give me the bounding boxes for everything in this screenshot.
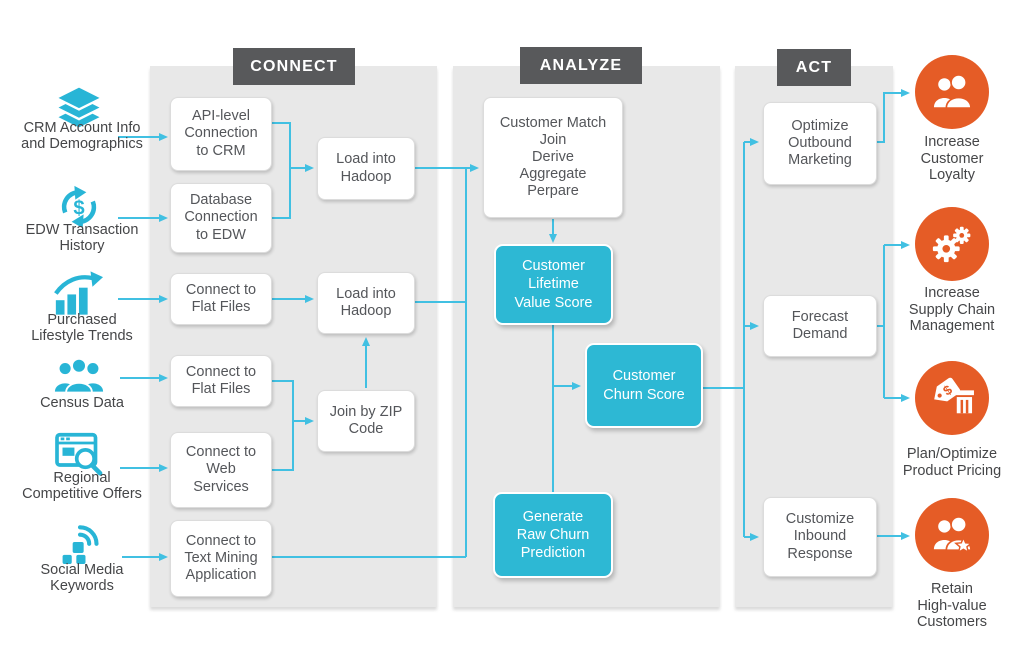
box-clv-score: Customer Lifetime Value Score [494, 244, 613, 325]
gears-icon [915, 207, 989, 281]
layers-icon [52, 84, 106, 131]
box-generate-churn: Generate Raw Churn Prediction [493, 492, 613, 578]
analyze-header: ANALYZE [520, 47, 642, 84]
outcome-label-retain: Retain High-value Customers [916, 581, 988, 631]
outcome-label-loyalty: Increase Customer Loyalty [920, 134, 984, 184]
source-label-edw: EDW Transaction History [25, 222, 139, 255]
outcome-label-pricing: Plan/Optimize Product Pricing [902, 446, 1002, 479]
analyze-flow-lines [549, 138, 759, 541]
act-header: ACT [777, 49, 851, 86]
box-customer-match: Customer Match Join Derive Aggregate Per… [483, 97, 623, 218]
box-flat-files-2: Connect to Flat Files [170, 355, 272, 407]
connect-header: CONNECT [233, 48, 355, 85]
svg-text:$: $ [73, 197, 84, 219]
browser-search-icon [55, 432, 103, 476]
act-flow-lines [877, 89, 910, 540]
box-load-hadoop-1: Load into Hadoop [317, 137, 415, 200]
box-flat-files-1: Connect to Flat Files [170, 273, 272, 325]
source-label-offers: Regional Competitive Offers [22, 470, 142, 503]
arrow-optimize-to-loyalty [877, 89, 910, 143]
box-forecast-demand: Forecast Demand [763, 295, 877, 357]
source-label-social: Social Media Keywords [40, 562, 124, 595]
bracket-api-db [272, 122, 291, 219]
box-text-mining: Connect to Text Mining Application [170, 520, 272, 597]
people-group-icon [54, 356, 104, 394]
source-label-census: Census Data [40, 395, 124, 411]
bracket-flat2-web [272, 380, 294, 471]
source-label-trends: Purchased Lifestyle Trends [31, 312, 133, 345]
box-web-services: Connect to Web Services [170, 432, 272, 508]
price-tag-icon: $ [915, 361, 989, 435]
sync-dollar-icon: $ [56, 184, 102, 230]
box-load-hadoop-2: Load into Hadoop [317, 272, 415, 334]
social-signal-icon [58, 520, 102, 564]
source-label-crm: CRM Account Info and Demographics [21, 120, 143, 153]
box-churn-score: Customer Churn Score [585, 343, 703, 428]
star-customer-icon [915, 498, 989, 572]
outcome-label-supplychain: Increase Supply Chain Management [908, 285, 996, 335]
source-arrows [118, 133, 168, 561]
box-db-connection: Database Connection to EDW [170, 183, 272, 253]
loyalty-people-icon [915, 55, 989, 129]
box-customize-response: Customize Inbound Response [763, 497, 877, 577]
trend-chart-icon [52, 270, 104, 315]
connect-flow-lines [272, 122, 479, 558]
box-optimize-marketing: Optimize Outbound Marketing [763, 102, 877, 185]
box-join-zip: Join by ZIP Code [317, 390, 415, 452]
box-api-connection: API-level Connection to CRM [170, 97, 272, 171]
